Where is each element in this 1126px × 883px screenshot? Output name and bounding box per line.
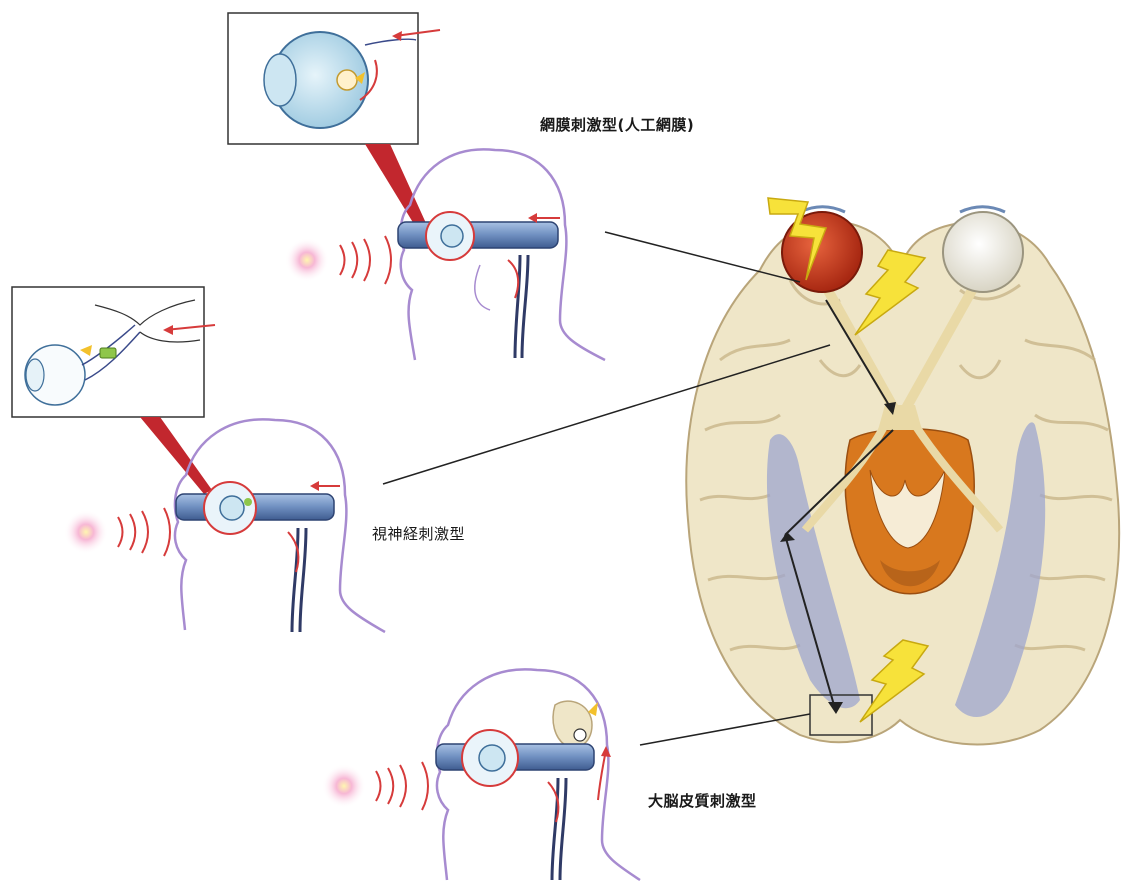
figure-cortex-stimulation xyxy=(322,669,640,880)
light-wave-icon xyxy=(376,762,428,810)
brain-illustration xyxy=(686,198,1119,744)
light-wave-icon xyxy=(118,508,170,556)
light-source-icon xyxy=(64,510,108,554)
label-cortex-stimulation: 大脳皮質刺激型 xyxy=(648,790,757,811)
cortical-implant xyxy=(553,701,592,748)
figure-optic-nerve-stimulation xyxy=(12,287,385,632)
eye-right xyxy=(943,212,1023,292)
label-retina-stimulation: 網膜刺激型(人工網膜) xyxy=(540,114,694,135)
callout-pointer xyxy=(140,417,212,494)
light-source-icon xyxy=(322,764,366,808)
head-outline xyxy=(401,149,605,360)
goggle-band xyxy=(398,222,558,248)
figure-retina-stimulation xyxy=(228,13,605,360)
connector-line-cortex xyxy=(640,714,810,745)
head-outline xyxy=(175,419,385,632)
light-source-icon xyxy=(285,238,329,282)
light-wave-icon xyxy=(340,236,391,284)
label-optic-nerve-stimulation: 視神経刺激型 xyxy=(372,523,465,544)
callout-pointer xyxy=(365,144,430,234)
